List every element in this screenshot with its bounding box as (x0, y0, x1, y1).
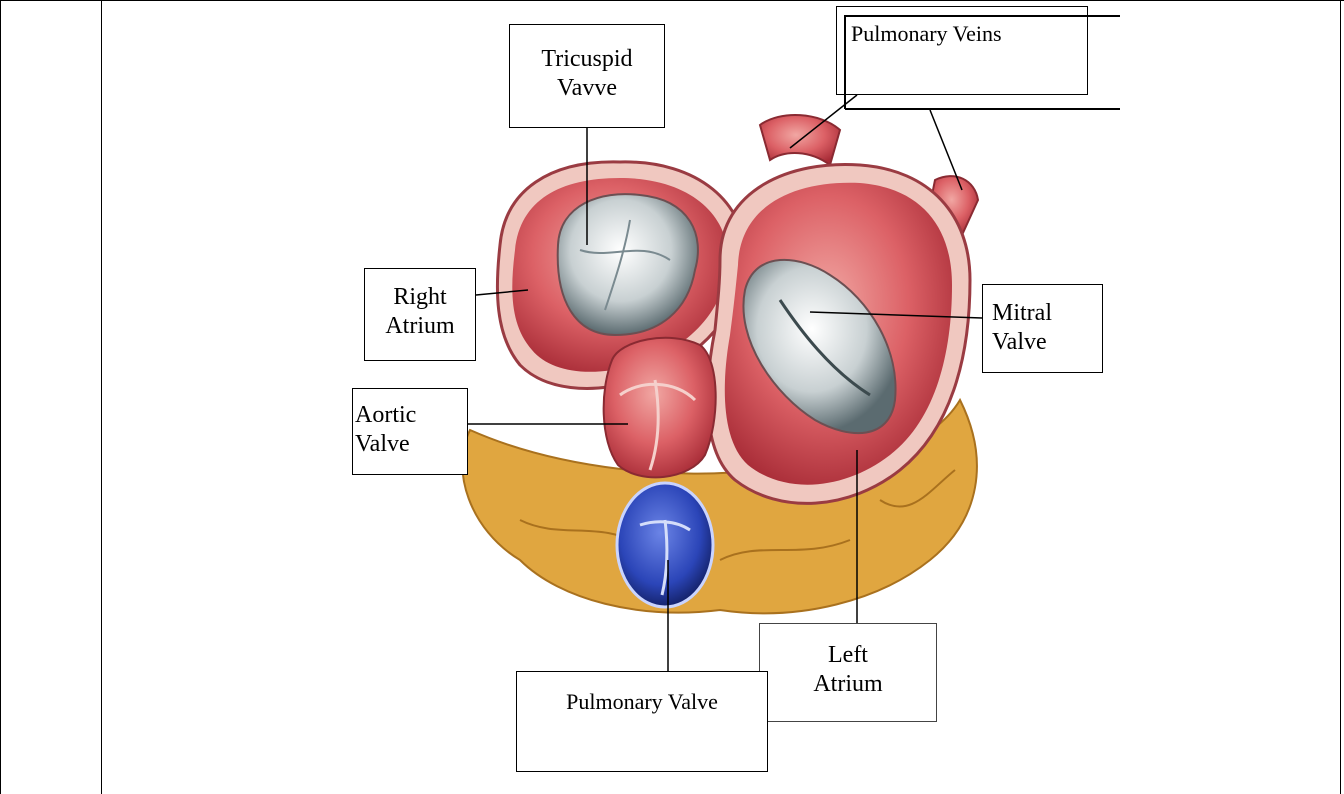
label-pulmonary-valve: Pulmonary Valve (516, 671, 768, 772)
label-pulmonary-veins: Pulmonary Veins (836, 6, 1088, 95)
label-aortic-valve: Aortic Valve (352, 388, 468, 475)
label-aortic-line1: Aortic (355, 401, 467, 430)
label-right-atrium-line2: Atrium (365, 312, 475, 341)
label-mitral-line1: Mitral (992, 299, 1102, 328)
label-right-atrium-line1: Right (365, 283, 475, 312)
label-tricuspid-line1: Tricuspid (510, 45, 664, 74)
label-left-atrium-line1: Left (760, 641, 936, 670)
label-mitral-line2: Valve (992, 328, 1102, 357)
label-right-atrium: Right Atrium (364, 268, 476, 361)
pulmonary-veins-box-rule-bottom (845, 108, 1120, 110)
pulmonary-valve (617, 483, 713, 607)
label-mitral-valve: Mitral Valve (982, 284, 1103, 373)
label-left-atrium-line2: Atrium (760, 670, 936, 699)
label-left-atrium: Left Atrium (759, 623, 937, 722)
label-pulmonary-veins-text: Pulmonary Veins (851, 19, 1087, 48)
pulmonary-veins-box-rule-top (845, 15, 1120, 17)
label-aortic-line2: Valve (355, 430, 467, 459)
pulmonary-veins-box-rule-left (844, 15, 846, 109)
label-pulmonary-valve-text: Pulmonary Valve (517, 687, 767, 716)
label-tricuspid-valve: Tricuspid Vavve (509, 24, 665, 128)
aortic-valve (604, 338, 716, 478)
label-tricuspid-line2: Vavve (510, 74, 664, 103)
